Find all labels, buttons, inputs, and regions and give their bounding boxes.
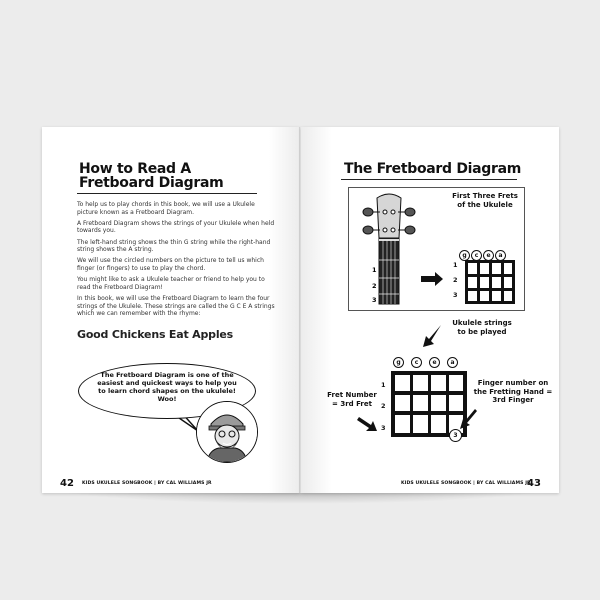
finger-marker: 3	[449, 429, 462, 442]
paragraph: In this book, we will use the Fretboard …	[77, 294, 275, 318]
fret-number-annotation: Fret Number = 3rd Fret	[327, 391, 377, 408]
paragraph: The left-hand string shows the thin G st…	[77, 238, 271, 254]
fret-number-1: 1	[453, 261, 458, 269]
big-string-label-a: a	[447, 357, 458, 368]
left-title-line1: How to Read A	[79, 161, 191, 177]
ukulele-headstock-illustration: 1 2 3	[362, 193, 515, 305]
ukulele-headstock-box: 1 2 3 First Three Frets of the Ukulele	[348, 187, 525, 311]
big-fret-number-1: 1	[381, 381, 386, 389]
right-page-number: 43	[527, 478, 541, 489]
bearded-man-illustration	[197, 402, 257, 462]
first-three-frets-label: First Three Frets of the Ukulele	[452, 192, 518, 209]
big-string-label-c: c	[411, 357, 422, 368]
string-label-c: c	[471, 250, 482, 261]
fret-number-2: 2	[453, 276, 458, 284]
arrow-down-icon	[423, 325, 441, 347]
left-title-line2: Fretboard Diagram	[79, 175, 224, 191]
string-label-g: g	[459, 250, 470, 261]
big-fret-number-2: 2	[381, 402, 386, 410]
author-avatar	[196, 401, 258, 463]
paragraph: You might like to ask a Ukulele teacher …	[77, 276, 265, 291]
fretboard-grid	[391, 371, 467, 437]
arrow-right-down-icon	[357, 417, 377, 431]
left-body-text: To help us to play chords in this book, …	[77, 201, 277, 321]
rhyme-text: Good Chickens Eat Apples	[77, 328, 233, 341]
right-page: The Fretboard Diagram	[301, 127, 559, 493]
ukulele-strings-label: Ukulele strings to be played	[452, 319, 512, 336]
speech-bubble-text: The Fretboard Diagram is one of the easi…	[97, 371, 237, 403]
big-fret-number-3: 3	[381, 424, 386, 432]
arrow-left-down-icon	[460, 409, 477, 429]
string-label-a: a	[495, 250, 506, 261]
paragraph: A Fretboard Diagram shows the strings of…	[77, 219, 275, 235]
left-page: How to Read A Fretboard Diagram To help …	[42, 127, 300, 493]
string-label-e: e	[483, 250, 494, 261]
right-title-rule	[341, 179, 517, 180]
svg-text:1: 1	[372, 266, 377, 274]
left-footer-text: KIDS UKULELE SONGBOOK | BY CAL WILLIAMS …	[82, 481, 212, 486]
left-page-number: 42	[60, 478, 74, 489]
open-book: How to Read A Fretboard Diagram To help …	[42, 127, 560, 493]
paragraph: To help us to play chords in this book, …	[77, 201, 255, 216]
big-string-label-e: e	[429, 357, 440, 368]
right-footer-text: KIDS UKULELE SONGBOOK | BY CAL WILLIAMS …	[401, 481, 531, 486]
svg-text:3: 3	[372, 296, 377, 304]
right-title: The Fretboard Diagram	[344, 161, 522, 177]
left-title-rule	[77, 193, 257, 194]
fret-number-3: 3	[453, 291, 458, 299]
svg-text:2: 2	[372, 282, 377, 290]
paragraph: We will use the circled numbers on the p…	[77, 257, 264, 272]
big-string-label-g: g	[393, 357, 404, 368]
finger-number-annotation: Finger number on the Fretting Hand = 3rd…	[473, 379, 553, 404]
